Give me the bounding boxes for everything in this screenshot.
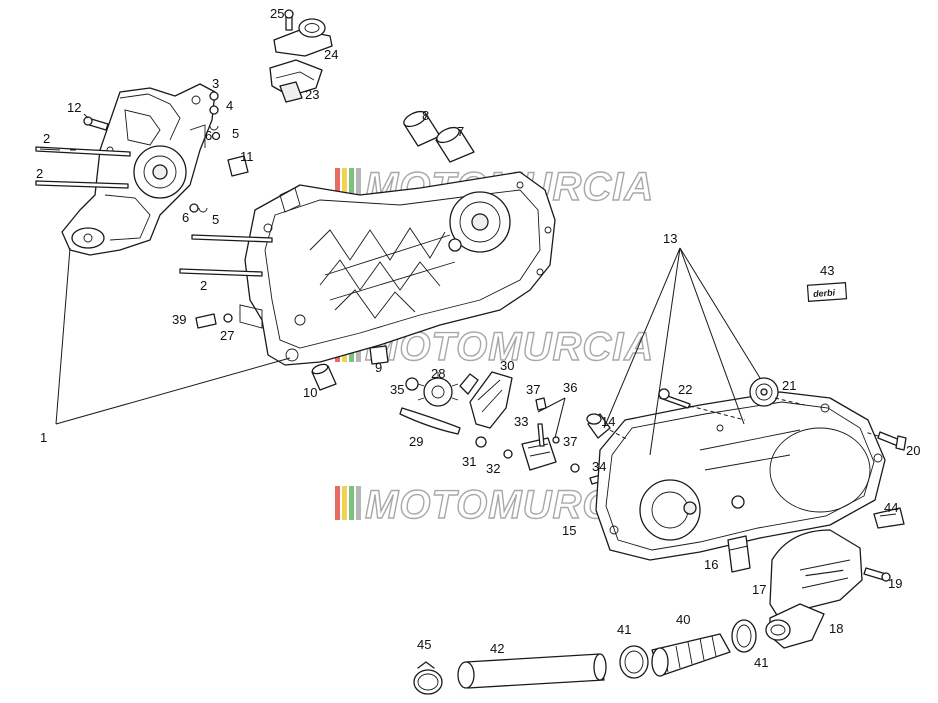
callout-19: 19 <box>888 576 902 591</box>
callout-37: 37 <box>526 382 540 397</box>
callout-44: 44 <box>884 500 898 515</box>
callout-30: 30 <box>500 358 514 373</box>
callout-10: 10 <box>303 385 317 400</box>
callout-11: 11 <box>240 149 254 164</box>
variator-cover <box>595 391 886 561</box>
watermark-stripe <box>335 486 340 520</box>
callout-15: 15 <box>562 523 576 538</box>
watermark-stripe <box>342 486 347 520</box>
callout-2: 2 <box>43 131 50 146</box>
callout-29: 29 <box>409 434 423 449</box>
hoses-and-clamps <box>413 619 757 695</box>
callout-22: 22 <box>678 382 692 397</box>
watermark-stripe <box>349 168 354 202</box>
callout-41-2: 41 <box>754 655 768 670</box>
logo-text: derbi <box>813 287 836 299</box>
callout-23: 23 <box>305 87 319 102</box>
callout-2-3: 2 <box>200 278 207 293</box>
watermark-stripe <box>335 168 340 202</box>
right-crankcase-half <box>239 171 556 366</box>
leader-lines <box>55 113 761 456</box>
callout-18: 18 <box>829 621 843 636</box>
callout-labels: 1222345566789101112131415161718192021222… <box>36 6 920 670</box>
left-crankcase-half <box>61 83 216 256</box>
callout-6: 6 <box>205 128 212 143</box>
callout-45: 45 <box>417 637 431 652</box>
callout-7: 7 <box>457 124 464 139</box>
dowel-bushings <box>311 110 475 391</box>
callout-14: 14 <box>601 414 615 429</box>
callout-3: 3 <box>212 76 219 91</box>
callout-16: 16 <box>704 557 718 572</box>
callout-21: 21 <box>782 378 796 393</box>
callout-5-2: 5 <box>212 212 219 227</box>
watermark-stripe <box>342 168 347 202</box>
callout-42: 42 <box>490 641 504 656</box>
callout-8: 8 <box>422 108 429 123</box>
callout-40: 40 <box>676 612 690 627</box>
callout-27: 27 <box>220 328 234 343</box>
callout-12: 12 <box>67 100 81 115</box>
studs <box>35 146 273 277</box>
callout-35: 35 <box>390 382 404 397</box>
callout-25: 25 <box>270 6 284 21</box>
callout-28: 28 <box>431 366 445 381</box>
callout-32: 32 <box>486 461 500 476</box>
cover-hardware <box>586 377 907 451</box>
callout-41: 41 <box>617 622 631 637</box>
watermark-stripe <box>349 486 354 520</box>
callout-31: 31 <box>462 454 476 469</box>
watermark-stripe <box>356 486 361 520</box>
callout-1: 1 <box>40 430 47 445</box>
callout-13: 13 <box>663 231 677 246</box>
air-duct-group: ━━━━━━━━━ <box>727 507 905 649</box>
callout-4: 4 <box>226 98 233 113</box>
callout-33: 33 <box>514 414 528 429</box>
callout-9: 9 <box>375 360 382 375</box>
derbi-logo-plate: derbi <box>806 282 848 302</box>
callout-34: 34 <box>592 459 606 474</box>
small-fasteners-left <box>83 91 249 329</box>
callout-39: 39 <box>172 312 186 327</box>
callout-17: 17 <box>752 582 766 597</box>
kickstart-gear-group <box>369 345 607 485</box>
callout-6-2: 6 <box>182 210 189 225</box>
callout-20: 20 <box>906 443 920 458</box>
callout-37-2: 37 <box>563 434 577 449</box>
callout-5: 5 <box>232 126 239 141</box>
callout-43: 43 <box>820 263 834 278</box>
watermark-stripe <box>356 168 361 202</box>
intake-manifold <box>269 9 333 103</box>
callout-2-2: 2 <box>36 166 43 181</box>
callout-24: 24 <box>324 47 338 62</box>
callout-36: 36 <box>563 380 577 395</box>
